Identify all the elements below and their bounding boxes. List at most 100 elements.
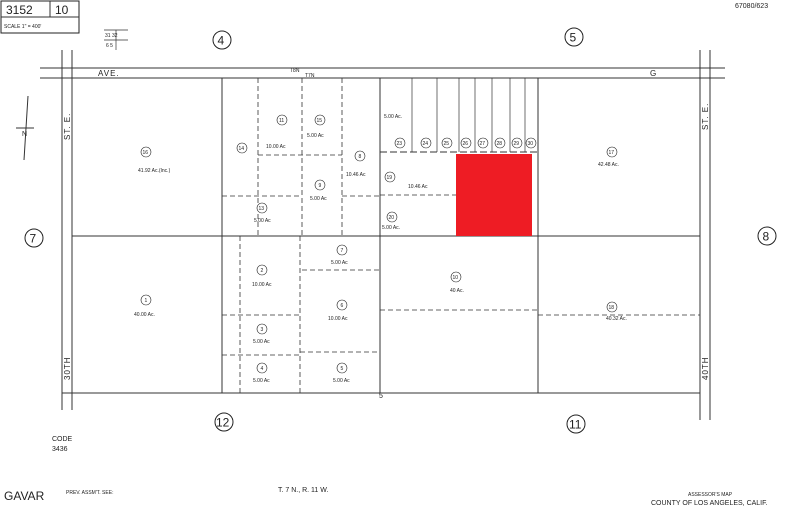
parcel-10: 10 40 Ac. xyxy=(450,271,464,294)
parcel-9: 95.00 Ac xyxy=(310,179,327,202)
adjacent-page-west: 7 xyxy=(24,228,44,248)
svg-text:10.00 Ac: 10.00 Ac xyxy=(266,144,286,150)
parcel-14: 14 xyxy=(236,142,248,154)
svg-text:10.00 Ac: 10.00 Ac xyxy=(328,316,348,322)
parcel-28: 28 xyxy=(494,137,506,149)
parcel-29: 29 xyxy=(511,137,523,149)
svg-text:5.00 Ac: 5.00 Ac xyxy=(331,260,348,266)
svg-text:4: 4 xyxy=(261,366,264,372)
svg-text:11: 11 xyxy=(569,418,582,432)
reference-number: 67080/623 xyxy=(735,3,768,10)
parcel-30: 30 xyxy=(525,137,537,149)
road-label-avenue-letter: G xyxy=(650,69,657,78)
svg-text:1: 1 xyxy=(145,298,148,304)
svg-text:7: 7 xyxy=(30,232,37,246)
index-top-sections: 31 32 xyxy=(105,33,118,39)
svg-text:4: 4 xyxy=(218,34,225,48)
svg-text:5.00 Ac: 5.00 Ac xyxy=(333,378,350,384)
narrow-lots xyxy=(411,78,526,152)
parcel-4: 4 5.00 Ac xyxy=(253,362,270,384)
svg-text:5.00 Ac: 5.00 Ac xyxy=(253,378,270,384)
svg-text:10.46 Ac: 10.46 Ac xyxy=(346,172,366,178)
adjacent-page-north-left: 4 xyxy=(212,30,232,50)
parcel-7: 7 5.00 Ac xyxy=(331,244,348,266)
svg-text:40 Ac.: 40 Ac. xyxy=(450,288,464,294)
svg-text:23: 23 xyxy=(397,141,403,147)
parcel-25: 25 xyxy=(441,137,453,149)
adjacent-page-north-right: 5 xyxy=(564,27,584,47)
parcel-27: 27 xyxy=(477,137,489,149)
svg-text:40.00 Ac.: 40.00 Ac. xyxy=(134,312,155,318)
svg-text:19: 19 xyxy=(387,175,393,181)
north-arrow: N xyxy=(16,95,34,161)
svg-text:29: 29 xyxy=(514,141,520,147)
svg-text:41.92 Ac.(Inc.): 41.92 Ac.(Inc.) xyxy=(138,168,171,174)
svg-text:5.00 Ac: 5.00 Ac xyxy=(307,133,324,139)
svg-text:8: 8 xyxy=(359,154,362,160)
parcel-8: 8 10.46 Ac xyxy=(346,150,366,178)
parcel-6: 6 10.00 Ac xyxy=(328,299,348,322)
previous-assessment-label: PREV. ASSM'T. SEE: xyxy=(66,490,113,496)
adjacent-page-east: 8 xyxy=(757,226,777,246)
parcel-23: 23 5.00 Ac. xyxy=(384,114,406,149)
code-label: CODE xyxy=(52,436,73,443)
svg-text:5.00 Ac: 5.00 Ac xyxy=(254,218,271,224)
svg-text:15: 15 xyxy=(317,118,323,124)
svg-text:10: 10 xyxy=(453,275,459,281)
svg-text:13: 13 xyxy=(259,206,265,212)
svg-text:5: 5 xyxy=(570,31,577,45)
svg-text:25: 25 xyxy=(444,141,450,147)
township-range: T. 7 N., R. 11 W. xyxy=(278,487,328,494)
svg-text:17: 17 xyxy=(609,150,615,156)
north-arrow-letter: N xyxy=(22,131,27,138)
index-bottom-sections: 6 5 xyxy=(106,43,113,49)
left-street-suffix: ST. E. xyxy=(63,113,72,140)
road-label-avenue: AVE. xyxy=(98,69,120,78)
code-value: 3436 xyxy=(52,446,68,453)
watermark-logo: GAVAR xyxy=(4,489,45,503)
svg-text:30: 30 xyxy=(528,141,534,147)
svg-text:12: 12 xyxy=(216,416,230,430)
map-county: COUNTY OF LOS ANGELES, CALIF. xyxy=(651,500,768,507)
map-title: ASSESSOR'S MAP xyxy=(688,492,733,498)
parcel-2: 210.00 Ac xyxy=(252,264,272,288)
adjacent-page-south-left: 12 xyxy=(214,412,234,432)
svg-text:27: 27 xyxy=(480,141,486,147)
svg-text:20: 20 xyxy=(389,215,395,221)
section-number: 5 xyxy=(379,393,383,400)
header-book-page: 3152 10 SCALE 1" = 400' xyxy=(0,0,80,34)
svg-text:6: 6 xyxy=(341,303,344,309)
svg-text:5.00 Ac.: 5.00 Ac. xyxy=(382,225,400,231)
book-number: 3152 xyxy=(6,3,33,17)
parcel-18: 18 40.32 Ac. xyxy=(606,301,627,322)
left-street-name: 30TH xyxy=(63,356,72,380)
svg-text:10.00 Ac: 10.00 Ac xyxy=(252,282,272,288)
parcel-24: 24 xyxy=(420,137,432,149)
svg-text:3: 3 xyxy=(261,327,264,333)
right-street-name: 40TH xyxy=(701,356,710,380)
scale-label: SCALE 1" = 400' xyxy=(4,24,41,30)
parcel-26: 26 xyxy=(460,137,472,149)
svg-text:9: 9 xyxy=(319,183,322,189)
svg-text:28: 28 xyxy=(497,141,503,147)
svg-text:5.00 Ac.: 5.00 Ac. xyxy=(384,114,402,120)
svg-text:18: 18 xyxy=(609,305,615,311)
parcel-5: 5 5.00 Ac xyxy=(333,362,350,384)
township-line-upper: T8N xyxy=(290,68,300,74)
svg-text:11: 11 xyxy=(279,118,284,124)
highlighted-parcel[interactable] xyxy=(456,154,532,236)
section-index: 31 32 6 5 xyxy=(104,29,128,50)
adjacent-page-south-right: 11 xyxy=(566,414,586,434)
svg-text:7: 7 xyxy=(341,248,344,254)
svg-text:5.00 Ac: 5.00 Ac xyxy=(253,339,270,345)
svg-text:5: 5 xyxy=(341,366,344,372)
parcel-3: 3 5.00 Ac xyxy=(253,323,270,345)
svg-text:40.32 Ac.: 40.32 Ac. xyxy=(606,316,627,322)
page-number: 10 xyxy=(55,3,69,17)
